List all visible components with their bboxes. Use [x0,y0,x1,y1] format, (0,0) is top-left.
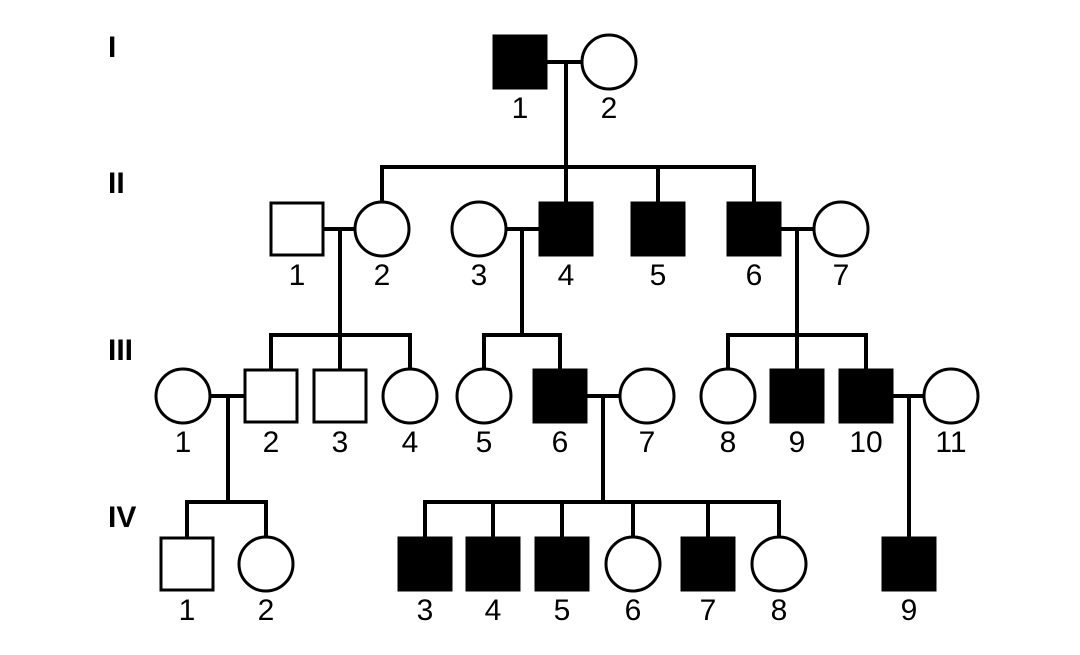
gen2-individual-5-square [630,201,686,257]
gen3-individual-6-label: 6 [552,426,569,459]
gen3-individual-1-circle [154,367,212,425]
gen4-individual-9-label: 9 [901,594,918,627]
gen4-individual-2-circle [237,535,295,593]
gen4-individual-2-label: 2 [258,594,275,627]
gen4-individual-4-label: 4 [485,594,502,627]
gen3-individual-1-label: 1 [175,426,192,459]
gen3-individual-8-label: 8 [720,426,737,459]
gen3-individual-10-label: 10 [849,426,882,459]
gen2-individual-6-square [726,201,782,257]
gen2-individual-5-label: 5 [650,259,667,292]
gen1-individual-2-circle [580,33,638,91]
gen3-individual-9-square [769,368,825,424]
gen2-individual-2-label: 2 [374,259,391,292]
gen4-individual-8-circle [750,535,808,593]
gen4-individual-5-square [534,536,590,592]
gen4-individual-6-circle [604,535,662,593]
gen3-individual-11-circle [922,367,980,425]
gen2-individual-4-square [538,201,594,257]
gen3-individual-10-square [838,368,894,424]
gen1-individual-1-label: 1 [512,92,529,125]
gen4-individual-3-label: 3 [417,594,434,627]
gen3-individual-6-square [532,368,588,424]
gen3-individual-11-label: 11 [935,426,966,459]
gen3-individual-5-circle [455,367,513,425]
gen3-individual-9-label: 9 [789,426,806,459]
gen3-individual-2-label: 2 [263,426,280,459]
gen3-individual-7-circle [618,367,676,425]
gen2-individual-4-label: 4 [558,259,575,292]
gen2-individual-1-label: 1 [289,259,306,292]
generation-label-2: II [108,167,125,200]
generation-label-1: I [108,31,116,64]
gen2-individual-7-label: 7 [833,259,850,292]
gen4-individual-9-square [881,536,937,592]
pedigree-lines [185,60,927,540]
gen4-individual-1-label: 1 [179,594,196,627]
gen2-individual-3-circle [450,200,508,258]
gen4-individual-5-label: 5 [554,594,571,627]
gen4-individual-7-square [680,536,736,592]
gen3-individual-8-circle [699,367,757,425]
gen3-individual-4-label: 4 [402,426,419,459]
gen4-individual-8-label: 8 [771,594,788,627]
gen1-individual-2-label: 2 [601,92,618,125]
gen4-individual-7-label: 7 [700,594,717,627]
gen4-individual-4-square [465,536,521,592]
gen2-individual-1-square [269,201,325,257]
gen3-individual-3-square [312,368,368,424]
gen1-individual-1-square [492,34,548,90]
gen2-individual-6-label: 6 [746,259,763,292]
gen4-individual-3-square [397,536,453,592]
generation-label-3: III [108,334,133,367]
gen4-individual-6-label: 6 [625,594,642,627]
gen2-individual-2-circle [353,200,411,258]
gen2-individual-7-circle [812,200,870,258]
gen2-individual-3-label: 3 [471,259,488,292]
gen3-individual-4-circle [381,367,439,425]
gen3-individual-5-label: 5 [476,426,493,459]
gen4-individual-1-square [159,536,215,592]
gen3-individual-2-square [243,368,299,424]
generation-label-4: IV [108,501,136,534]
gen3-individual-7-label: 7 [639,426,656,459]
gen3-individual-3-label: 3 [332,426,349,459]
